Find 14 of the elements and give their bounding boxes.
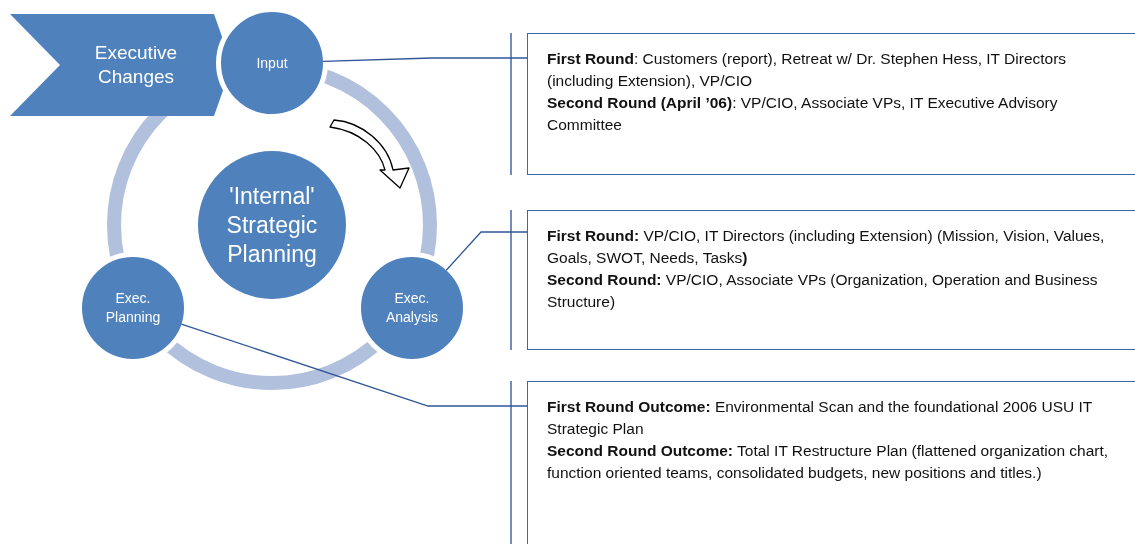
paragraph: Second Round (April ’06): VP/CIO, Associate VPs, IT Executive Advisory Committee: [547, 93, 1059, 135]
text-box: [527, 210, 1135, 350]
chevron-label: Executive Changes: [93, 41, 179, 89]
text-box: [527, 381, 1135, 544]
paragraph: First Round Outcome: Environmental Scan and the foundational 2006 USU IT Strategic Plan: [547, 397, 1094, 439]
paragraph: First Round: VP/CIO, IT Directors (including Extension) (Mission, Vision, Values, Goals, SWOT, Needs, Tasks): [547, 226, 1106, 268]
paragraph: Second Round: VP/CIO, Associate VPs (Organization, Operation and Business Structure): [547, 270, 1099, 312]
leader-line: [322, 57, 528, 63]
paragraph: First Round: Customers (report), Retreat w/ Dr. Stephen Hess, IT Directors (including Extension), VP/CIO: [547, 49, 1068, 91]
leader-line: [180, 323, 528, 407]
leader-line: [445, 231, 528, 271]
process-circle: 'Internal' Strategic Planning: [198, 151, 346, 299]
text-box: [527, 33, 1135, 175]
paragraph: Second Round Outcome: Total IT Restructure Plan (flattened organization chart, function oriented teams, consolidated budgets, new positions and titles.): [547, 441, 1110, 483]
